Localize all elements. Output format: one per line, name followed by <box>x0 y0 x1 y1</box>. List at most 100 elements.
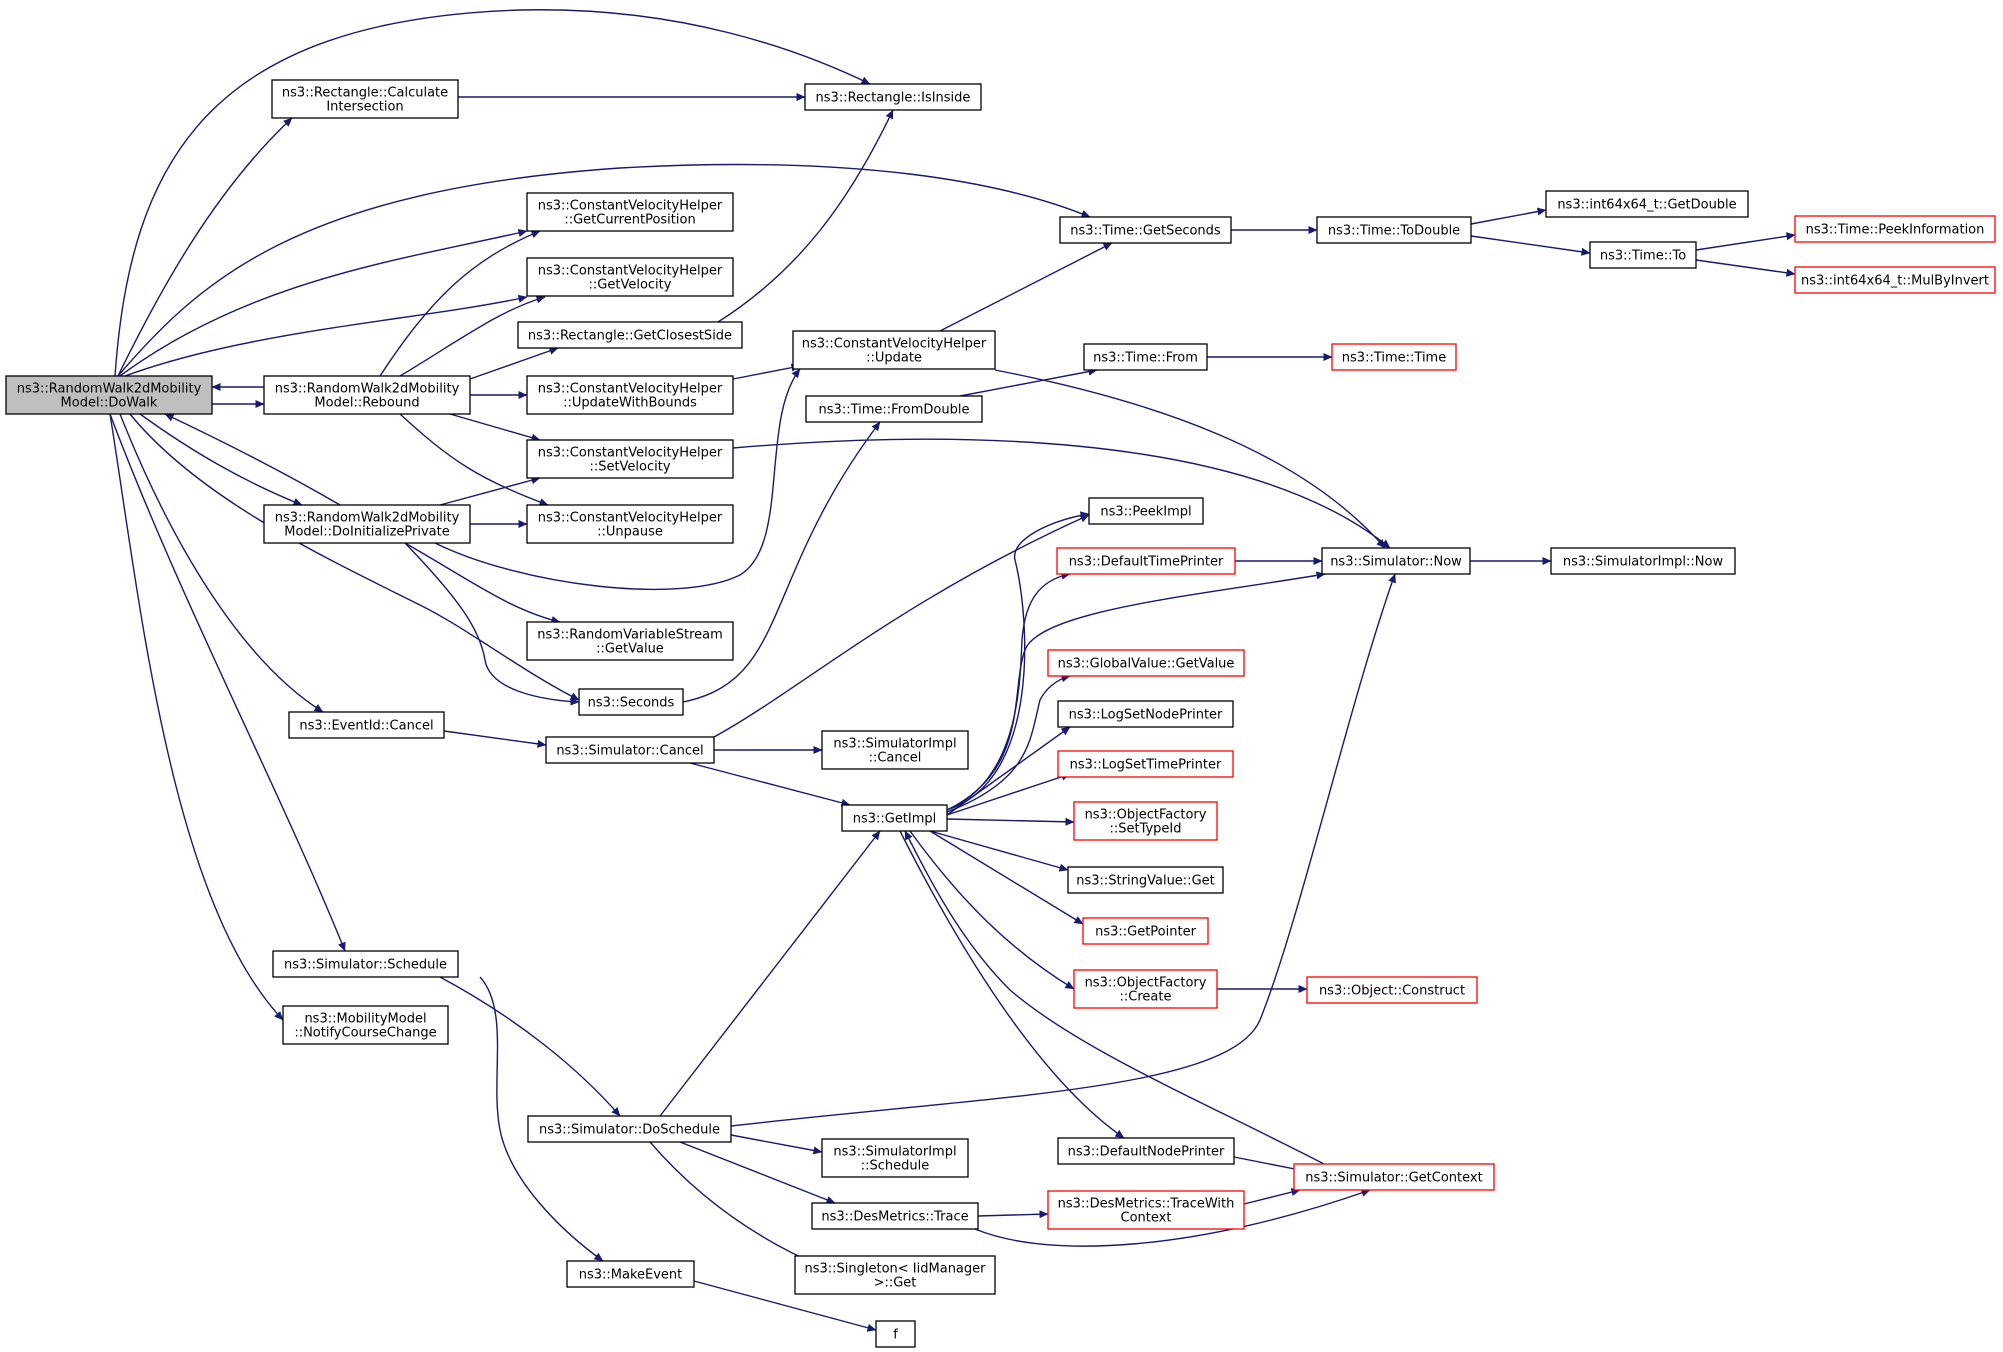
node-label: ns3::Time::To <box>1600 249 1686 264</box>
edge-schedule-to-doschedule <box>439 976 621 1117</box>
edge-desmetrics-to-desmetricsctx <box>977 1210 1049 1219</box>
node-setvel[interactable]: ns3::ConstantVelocityHelper::SetVelocity <box>526 439 734 479</box>
edge-doinit-to-seconds <box>404 542 580 706</box>
node-label: ::SetVelocity <box>589 460 670 475</box>
node-closest[interactable]: ns3::Rectangle::GetClosestSide <box>517 321 743 349</box>
node-singleton[interactable]: ns3::Singleton< IidManager>::Get <box>794 1255 996 1295</box>
node-deftimeprinter[interactable]: ns3::DefaultTimePrinter <box>1056 547 1236 575</box>
node-box <box>1047 649 1245 677</box>
node-i64getdouble[interactable]: ns3::int64x64_t::GetDouble <box>1545 190 1749 218</box>
edge-getimpl-to-ofcreate <box>909 830 1075 990</box>
edge-getimpl-to-simnow <box>946 571 1326 811</box>
node-seconds[interactable]: ns3::Seconds <box>578 688 684 716</box>
node-f[interactable]: f <box>875 1320 916 1348</box>
edge-getimpl-to-gvget <box>946 674 1071 813</box>
node-getvel[interactable]: ns3::ConstantVelocityHelper::GetVelocity <box>526 257 734 297</box>
node-label: ns3::Object::Construct <box>1319 984 1465 999</box>
node-getcurpos[interactable]: ns3::ConstantVelocityHelper::GetCurrentP… <box>526 192 734 232</box>
node-doinit[interactable]: ns3::RandomWalk2dMobilityModel::DoInitia… <box>263 504 471 544</box>
node-peekinfo[interactable]: ns3::Time::PeekInformation <box>1794 215 1996 243</box>
node-getpointer[interactable]: ns3::GetPointer <box>1082 917 1209 945</box>
node-ofsettype[interactable]: ns3::ObjectFactory::SetTypeId <box>1073 801 1218 841</box>
node-getseconds[interactable]: ns3::Time::GetSeconds <box>1059 216 1232 244</box>
node-ofcreate[interactable]: ns3::ObjectFactory::Create <box>1073 969 1218 1009</box>
node-box <box>1073 801 1218 841</box>
node-box <box>526 504 734 544</box>
node-mulbyinvert[interactable]: ns3::int64x64_t::MulByInvert <box>1794 266 1996 294</box>
node-unpause[interactable]: ns3::ConstantVelocityHelper::Unpause <box>526 504 734 544</box>
node-desmetrics[interactable]: ns3::DesMetrics::Trace <box>811 1202 979 1230</box>
node-strvalget[interactable]: ns3::StringValue::Get <box>1067 866 1224 894</box>
edge-simcancel-to-getimpl <box>689 762 851 807</box>
node-todouble[interactable]: ns3::Time::ToDouble <box>1316 216 1472 244</box>
node-box <box>566 1260 695 1288</box>
node-label: ::SetTypeId <box>1109 822 1181 837</box>
node-label: Model::DoWalk <box>61 396 158 411</box>
node-label: ::GetVelocity <box>589 278 672 293</box>
node-schedule[interactable]: ns3::Simulator::Schedule <box>272 950 459 978</box>
edge-rebound-to-setvel <box>449 413 541 442</box>
node-objconstruct[interactable]: ns3::Object::Construct <box>1306 976 1478 1004</box>
node-notify[interactable]: ns3::MobilityModel::NotifyCourseChange <box>282 1005 449 1045</box>
edge-update-to-simnow <box>994 369 1386 549</box>
node-fromdouble[interactable]: ns3::Time::FromDouble <box>805 395 983 423</box>
node-label: ns3::Simulator::DoSchedule <box>539 1123 720 1138</box>
node-box <box>1794 266 1996 294</box>
node-label: ns3::ConstantVelocityHelper <box>538 511 723 526</box>
node-simimplnow[interactable]: ns3::SimulatorImpl::Now <box>1550 547 1736 575</box>
node-box <box>1047 1190 1245 1230</box>
edge-schedule-to-makeevent <box>479 976 604 1262</box>
edge-updwb-to-update <box>732 363 801 380</box>
node-label: ns3::StringValue::Get <box>1076 874 1214 889</box>
edge-getimpl-to-defnodeprinter <box>899 830 1125 1139</box>
node-timetime[interactable]: ns3::Time::Time <box>1331 343 1457 371</box>
node-timefrom[interactable]: ns3::Time::From <box>1083 343 1208 371</box>
node-getimpl[interactable]: ns3::GetImpl <box>841 804 948 832</box>
node-getcontext[interactable]: ns3::Simulator::GetContext <box>1293 1163 1495 1191</box>
node-defnodeprinter[interactable]: ns3::DefaultNodePrinter <box>1057 1137 1235 1165</box>
node-label: ns3::Time::From <box>1093 351 1198 366</box>
node-timeto[interactable]: ns3::Time::To <box>1589 241 1697 269</box>
node-doschedule[interactable]: ns3::Simulator::DoSchedule <box>527 1115 732 1143</box>
node-label: ns3::Seconds <box>588 696 675 711</box>
node-label: ::GetValue <box>596 642 664 657</box>
node-makeevent[interactable]: ns3::MakeEvent <box>566 1260 695 1288</box>
node-simimplcancel[interactable]: ns3::SimulatorImpl::Cancel <box>821 730 969 770</box>
node-simnow[interactable]: ns3::Simulator::Now <box>1321 547 1471 575</box>
node-rvsget[interactable]: ns3::RandomVariableStream::GetValue <box>526 621 734 661</box>
node-peekimpl[interactable]: ns3::PeekImpl <box>1088 497 1204 525</box>
node-isinside[interactable]: ns3::Rectangle::IsInside <box>804 83 982 111</box>
edge-dowalk-to-seconds <box>129 413 580 701</box>
node-label: Model::DoInitializePrivate <box>284 525 449 540</box>
edge-dowalk-to-doinit <box>139 413 303 506</box>
edge-doinit-to-dowalk <box>164 413 341 506</box>
node-label: ns3::Simulator::Schedule <box>284 958 447 973</box>
node-label: ns3::Rectangle::Calculate <box>282 86 448 101</box>
node-label: ns3::RandomWalk2dMobility <box>17 382 202 397</box>
edge-getimpl-to-deftimeprinter <box>946 571 1071 811</box>
node-box <box>1073 969 1218 1009</box>
node-label: ns3::Rectangle::IsInside <box>816 91 971 106</box>
node-box <box>526 257 734 297</box>
node-label: ns3::Simulator::Now <box>1330 555 1462 570</box>
node-updwb[interactable]: ns3::ConstantVelocityHelper::UpdateWithB… <box>526 375 734 415</box>
edge-getimpl-to-logsetnode <box>946 726 1071 816</box>
node-box <box>1083 343 1208 371</box>
node-logsetnode[interactable]: ns3::LogSetNodePrinter <box>1057 700 1234 728</box>
node-logsettime[interactable]: ns3::LogSetTimePrinter <box>1057 750 1234 778</box>
edge-rebound-to-unpause <box>399 413 549 506</box>
node-update[interactable]: ns3::ConstantVelocityHelper::Update <box>792 330 996 370</box>
edge-timeto-to-mulbyinvert <box>1695 259 1796 277</box>
node-evcancel[interactable]: ns3::EventId::Cancel <box>288 711 445 739</box>
node-simimplsched[interactable]: ns3::SimulatorImpl::Schedule <box>821 1138 969 1178</box>
node-gvget[interactable]: ns3::GlobalValue::GetValue <box>1047 649 1245 677</box>
node-label: ns3::MobilityModel <box>304 1012 426 1027</box>
node-box <box>875 1320 916 1348</box>
node-label: ns3::Time::FromDouble <box>819 403 970 418</box>
node-label: ns3::GetPointer <box>1095 925 1196 940</box>
node-simcancel[interactable]: ns3::Simulator::Cancel <box>545 736 715 764</box>
